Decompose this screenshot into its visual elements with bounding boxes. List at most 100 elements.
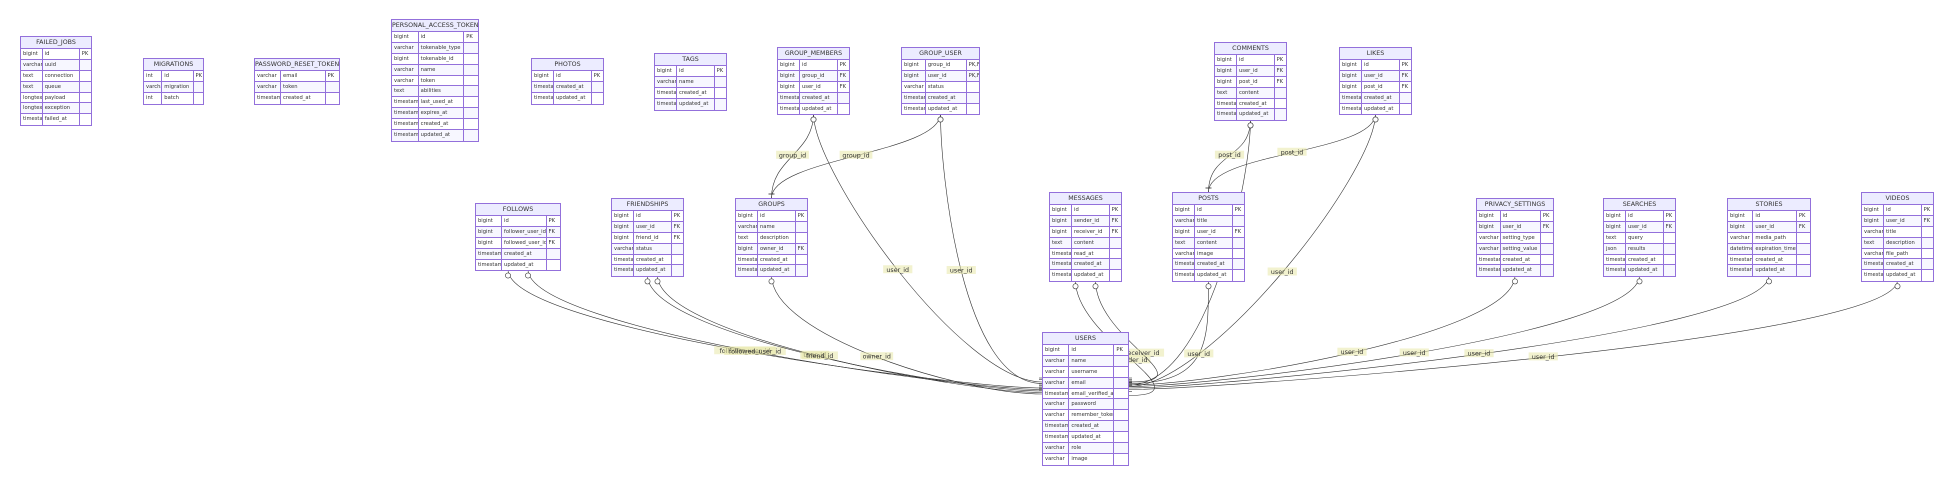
attribute-key: FK [673, 234, 681, 241]
attribute-row: timestampexpires_at [392, 108, 478, 120]
attribute-row: timestampupdated_at [1043, 432, 1128, 444]
attribute-row: timestampupdated_at [1340, 103, 1411, 115]
attribute-type: timestamp [1173, 270, 1195, 282]
attribute-key: FK [1111, 228, 1119, 235]
attribute-key [838, 93, 849, 103]
attribute-name: user_id [1884, 215, 1922, 226]
attribute-name: updated_at [1501, 265, 1541, 277]
attribute-name: email [281, 71, 326, 81]
attribute-key [1797, 255, 1810, 265]
attribute-key [1797, 244, 1810, 254]
attribute-type: text [1862, 237, 1884, 248]
attribute-type: varchar [255, 81, 282, 92]
entity-title: FRIENDSHIPS [612, 199, 683, 211]
attribute-type: timestamp [1728, 254, 1754, 265]
attribute-name: email_verified_at [1071, 388, 1115, 399]
entity-title: PERSONAL_ACCESS_TOKENS [392, 20, 478, 32]
attribute-key [1114, 410, 1128, 420]
attribute-type: timestamp [902, 103, 926, 115]
attribute-name: expires_at [419, 108, 465, 119]
attribute-name: updated_at [800, 103, 838, 115]
relationship-label-bg [1337, 347, 1367, 356]
attribute-key: PK,FK [968, 72, 979, 79]
attribute-name: updated_at [1195, 270, 1233, 282]
attribute-type: timestamp [476, 248, 503, 259]
attribute-key [1400, 93, 1411, 103]
attribute-key [1114, 454, 1128, 465]
attribute-type: bigint [1340, 70, 1362, 81]
attribute-type: text [1215, 87, 1237, 98]
attribute-name: name [1069, 355, 1115, 366]
attribute-type: timestamp [655, 98, 677, 110]
attribute-key [796, 265, 807, 276]
attribute-name: created_at [634, 254, 672, 265]
attribute-key [967, 82, 979, 92]
attribute-row: timestampcreated_at [1215, 98, 1286, 110]
attribute-key [1275, 88, 1286, 98]
attribute-row: timestampupdated_at [655, 98, 726, 110]
attribute-name: updated_at [1884, 270, 1922, 282]
attribute-key [1797, 265, 1810, 276]
attribute-type: timestamp [394, 108, 419, 119]
attribute-name: title [1884, 226, 1922, 237]
attribute-type: timestamp [780, 92, 800, 103]
attribute-key [796, 233, 807, 243]
attribute-name: sender_id [1072, 215, 1110, 226]
attribute-name: updated_at [677, 98, 715, 110]
attribute-name: updated_at [1069, 432, 1115, 443]
attribute-name: created_at [1626, 254, 1664, 265]
attribute-type: varchar [1043, 410, 1070, 421]
attribute-name: id [1195, 205, 1233, 215]
attribute-list: varcharemailPKvarchartokentimestampcreat… [255, 71, 339, 104]
attribute-list: bigintidPKtimestampcreated_attimestampup… [532, 71, 603, 104]
attribute-type: varchar [1043, 453, 1070, 465]
attribute-name: title [1195, 215, 1233, 226]
attribute-key [80, 103, 91, 113]
attribute-type: timestamp [1215, 109, 1237, 121]
cardinality-circle [1205, 283, 1212, 290]
attribute-name: id [1362, 60, 1400, 70]
cardinality-circle [1512, 278, 1518, 285]
relationship-label: user_id [1341, 349, 1364, 356]
entity-title: FAILED_JOBS [21, 37, 91, 49]
cardinality-circle [1092, 283, 1099, 290]
attribute-name: username [1069, 366, 1115, 377]
attribute-name: remember_token [1071, 410, 1115, 421]
entity-title: MESSAGES [1050, 193, 1121, 205]
attribute-type: varchar [1043, 366, 1070, 377]
cardinality-circle [1636, 278, 1643, 285]
attribute-type: bigint [1728, 211, 1754, 221]
attribute-type: timestamp [1342, 92, 1362, 103]
attribute-type: bigint [21, 49, 43, 59]
entity-title: PRIVACY_SETTINGS [1477, 199, 1553, 211]
attribute-type: longtext [23, 103, 43, 114]
attribute-name: user_id [634, 221, 672, 232]
attribute-key [1400, 104, 1411, 115]
attribute-type: bigint [1477, 221, 1501, 232]
attribute-key: FK [548, 239, 555, 246]
attribute-key: PK [1276, 57, 1284, 63]
attribute-name: created_at [1237, 98, 1275, 109]
attribute-key: PK [1111, 207, 1119, 213]
